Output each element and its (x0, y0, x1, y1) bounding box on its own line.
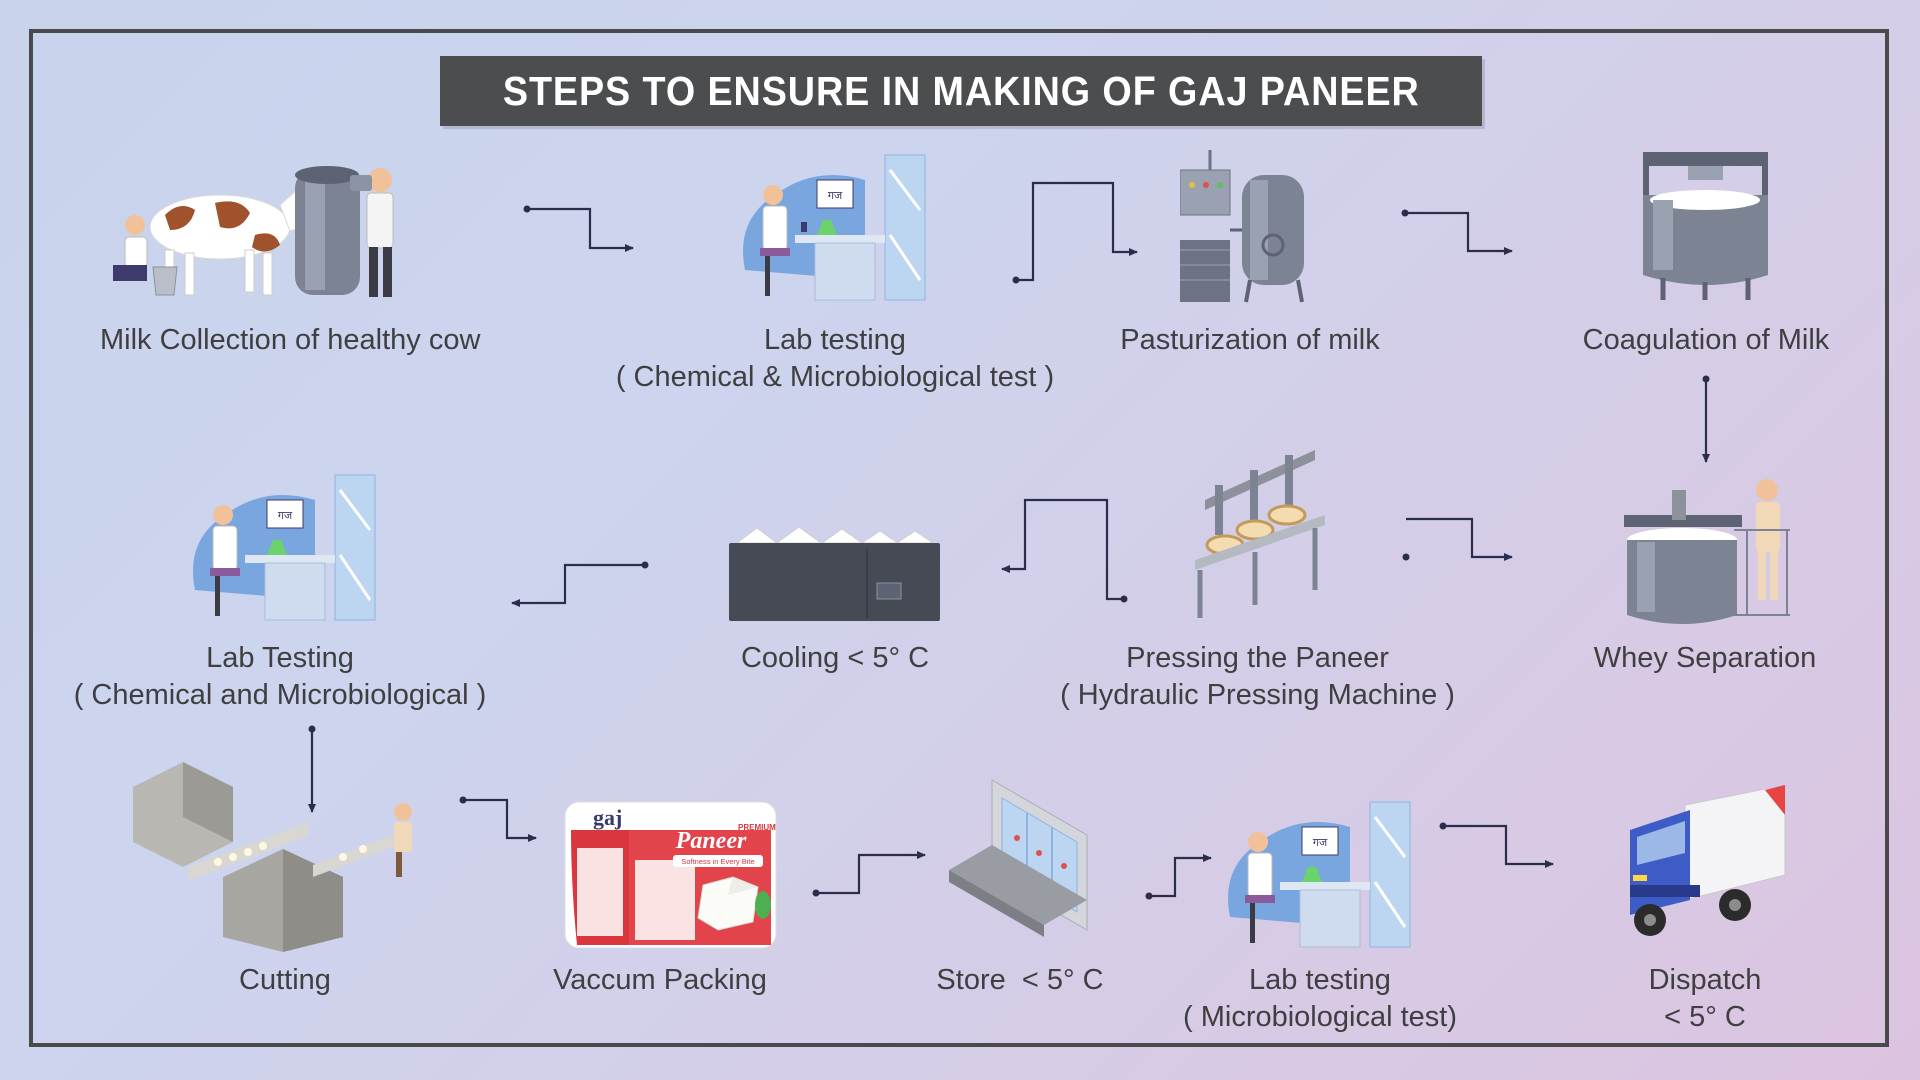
lab-scientist-icon: गज (185, 470, 385, 625)
arrow-pressing-to-cooling (1001, 498, 1124, 601)
title-banner: STEPS TO ENSURE IN MAKING OF GAJ PANEER (440, 56, 1482, 126)
step-label-store: Store < 5° C (936, 964, 1104, 996)
step-label-cutting: Cutting (239, 964, 331, 996)
lab-scientist-icon: गज (1220, 797, 1420, 952)
cutting-machine-icon (128, 757, 423, 952)
hydraulic-press-icon (1195, 440, 1325, 620)
arrow-lab3-to-dispatch (1443, 824, 1554, 868)
step-label-pressing: Pressing the Paneer ( Hydraulic Pressing… (1060, 642, 1455, 711)
arrow-packing-to-store (816, 851, 926, 895)
arrow-cooling-to-lab2 (511, 563, 645, 607)
step-label-milk-collection: Milk Collection of healthy cow (100, 324, 481, 356)
step-label-dispatch: Dispatch < 5° C (1648, 964, 1762, 1033)
pasteurizer-tank-icon (1179, 150, 1320, 305)
cold-store-icon (947, 778, 1092, 943)
whey-tank-worker-icon (1622, 470, 1792, 635)
paneer-pack-icon: gaj PREMIUM Paneer Softness in Every Bit… (563, 800, 778, 950)
step-label-vaccum-packing: Vaccum Packing (553, 964, 767, 996)
cooling-tank-icon (727, 518, 942, 623)
step-label-lab-testing-1: Lab testing ( Chemical & Microbiological… (615, 324, 1055, 393)
svg-text:गज: गज (828, 190, 843, 202)
step-label-whey-separation: Whey Separation (1593, 642, 1817, 674)
step-label-pasturization: Pasturization of milk (1120, 324, 1380, 356)
pack-tagline: Softness in Every Bite (681, 857, 754, 866)
pack-premium: PREMIUM (738, 823, 776, 832)
arrow-whey-to-pressing (1406, 517, 1513, 561)
delivery-truck-icon (1625, 784, 1790, 945)
coagulation-vat-icon (1638, 150, 1773, 305)
arrow-store-to-lab3 (1149, 854, 1212, 898)
step-label-cooling: Cooling < 5° C (740, 642, 930, 674)
arrow-cutting-to-packing (463, 798, 537, 842)
step-label-lab-testing-3: Lab testing ( Microbiological test) (1183, 964, 1457, 1033)
pack-product: Paneer (675, 828, 747, 854)
arrow-lab-to-pasturization (1016, 181, 1138, 282)
arrow-collection-to-lab (527, 207, 634, 252)
cow-milking-icon (105, 145, 435, 310)
diagram-frame (29, 29, 1889, 1047)
page-title: STEPS TO ENSURE IN MAKING OF GAJ PANEER (502, 67, 1420, 114)
lab-scientist-icon: गज (735, 150, 935, 305)
svg-text:गज: गज (1313, 837, 1328, 849)
step-label-lab-testing-2: Lab Testing ( Chemical and Microbiologic… (73, 642, 487, 711)
svg-text:गज: गज (278, 510, 293, 522)
arrow-pasturization-to-coagulation (1405, 211, 1513, 255)
step-label-coagulation: Coagulation of Milk (1582, 324, 1830, 356)
pack-brand: gaj (593, 805, 622, 830)
